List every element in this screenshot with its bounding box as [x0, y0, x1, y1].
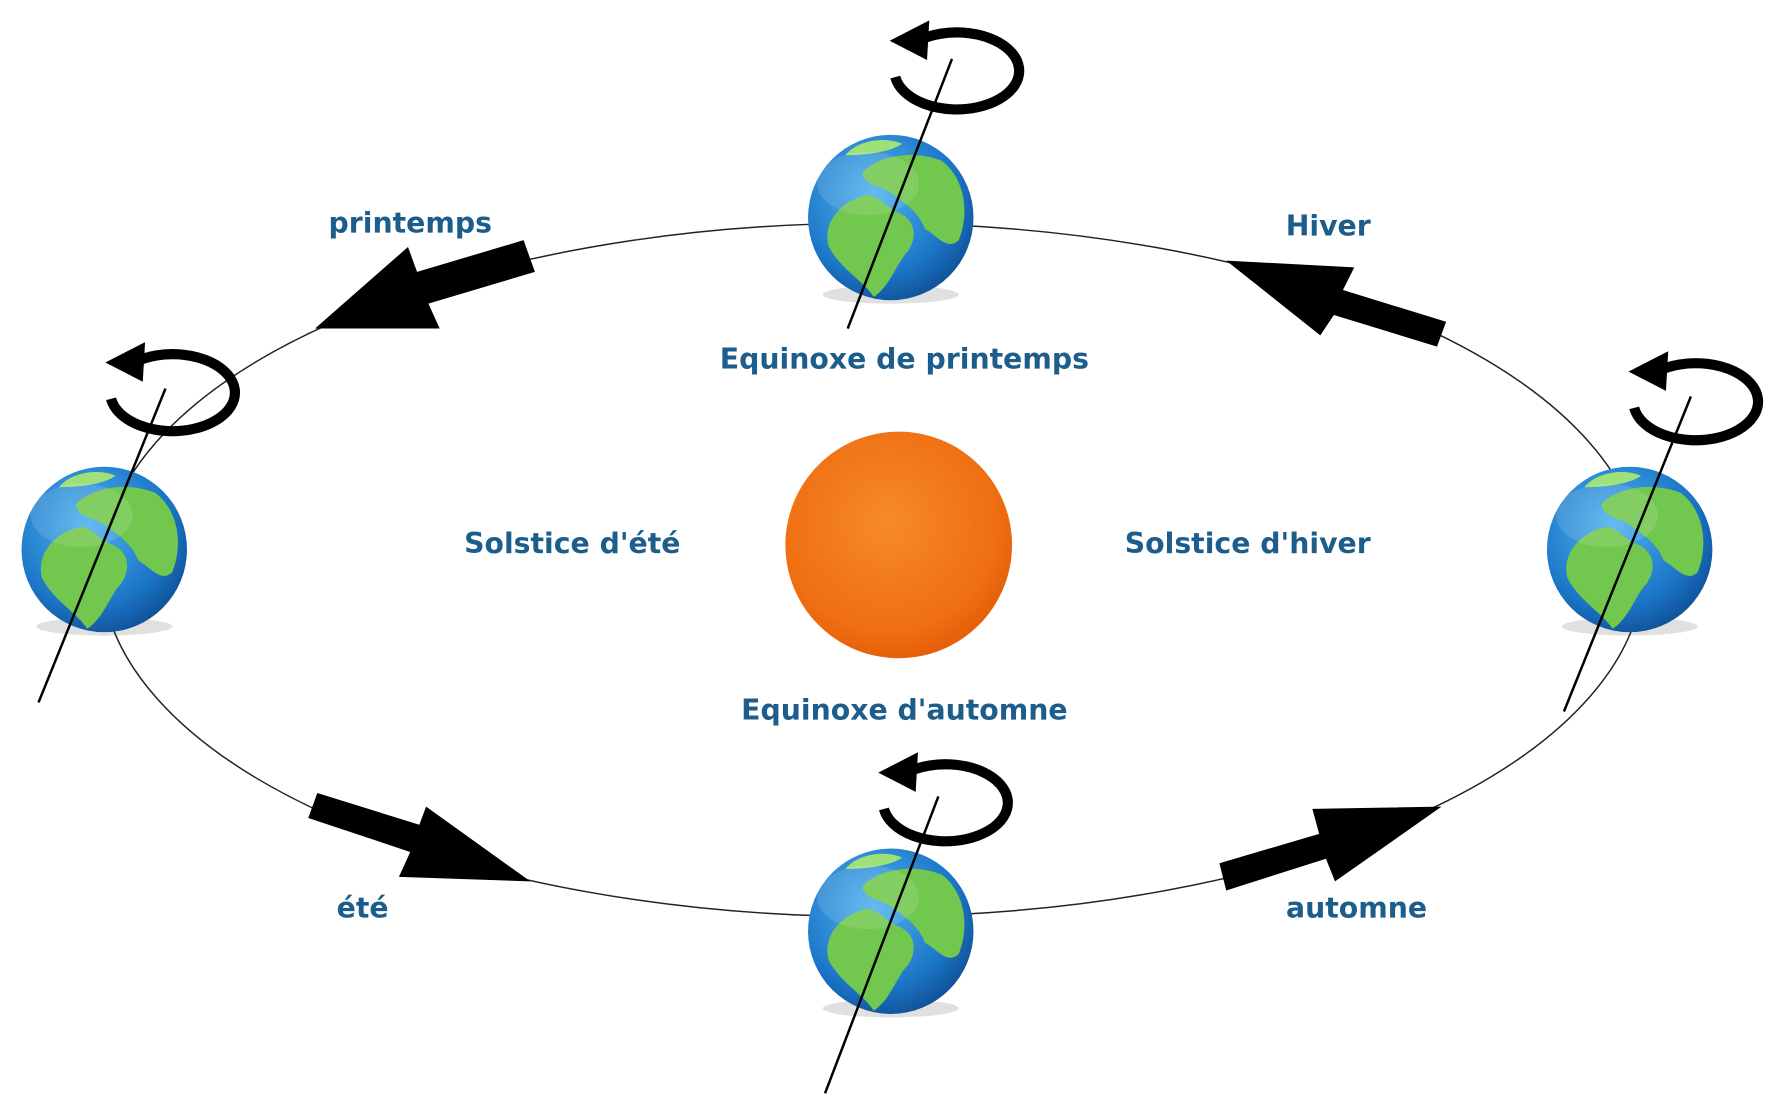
label-season-summer: été [337, 892, 389, 925]
rotation-arrow-icon [1629, 351, 1759, 440]
sun [785, 431, 1013, 659]
rotation-arrow-icon [878, 752, 1008, 841]
earth-winter-solstice [1546, 351, 1759, 712]
orbit-arrow-autumn [1219, 806, 1442, 891]
earth-summer-solstice [21, 342, 235, 703]
orbit-arrow-winter [1226, 260, 1447, 347]
rotation-axis [1562, 396, 1693, 712]
label-season-autumn: automne [1286, 892, 1427, 925]
label-autumn-equinox: Equinoxe d'automne [741, 693, 1067, 726]
label-spring-equinox: Equinoxe de printemps [720, 342, 1089, 375]
rotation-arrow-icon [105, 342, 235, 431]
label-winter-solstice: Solstice d'hiver [1125, 527, 1371, 560]
rotation-axis [37, 388, 167, 703]
label-summer-solstice: Solstice d'été [464, 527, 680, 560]
earth-spring-equinox [808, 20, 1020, 329]
rotation-axis [823, 796, 940, 1094]
rotation-arrow-icon [890, 20, 1020, 109]
orbit-arrow-spring [315, 240, 535, 329]
label-season-winter: Hiver [1286, 210, 1371, 243]
earth-autumn-equinox [808, 752, 1008, 1094]
orbit-arrow-summer [308, 793, 531, 882]
label-season-spring: printemps [329, 206, 492, 239]
